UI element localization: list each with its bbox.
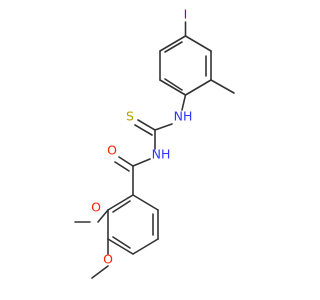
methoxy-bond	[97, 209, 109, 223]
ring-double-bond	[112, 236, 131, 249]
aryl-n-bond	[181, 94, 187, 111]
carbonyl-oxygen-label: O	[107, 143, 117, 158]
methoxy-methyl-bond	[91, 265, 109, 279]
structure-canvas: I NH S NH O O O	[74, 6, 235, 279]
molecule-structure: I NH S NH O O O	[74, 7, 235, 279]
ring-double-bond	[112, 200, 131, 213]
ring-double-bond	[164, 41, 183, 53]
iodine-label: I	[184, 7, 188, 22]
ring-bond	[159, 79, 187, 96]
c-s-double-bond	[137, 119, 156, 131]
ring-bond	[184, 35, 212, 52]
methyl-bond	[210, 79, 235, 94]
n-c-bond	[154, 123, 173, 131]
c-o-double-bond	[118, 156, 134, 167]
ring-bond	[159, 35, 187, 52]
n-carbonyl-bond	[132, 158, 151, 167]
atom-labels: I NH S NH O O O	[91, 7, 192, 267]
ring-bond	[184, 79, 212, 96]
sulfur-label: S	[126, 109, 134, 124]
ring-bond	[132, 238, 159, 255]
c-o-double-bond	[114, 161, 130, 172]
ring-double-bond	[164, 78, 183, 91]
ring-bond	[107, 238, 134, 255]
methoxy-oxygen-4-label: O	[103, 252, 113, 267]
c-s-double-bond	[134, 124, 153, 136]
amide-carbonyl	[114, 156, 134, 196]
amide-nh-label: NH	[152, 147, 171, 162]
methoxy-oxygen-3-label: O	[91, 200, 101, 215]
amine-nh-label: NH	[174, 109, 193, 124]
thiourea-linker	[132, 94, 187, 167]
ring-bond	[107, 194, 134, 211]
ring-bond	[132, 194, 159, 211]
iodo-methylphenyl-ring	[159, 21, 235, 96]
dimethoxyphenyl-ring	[74, 194, 159, 279]
